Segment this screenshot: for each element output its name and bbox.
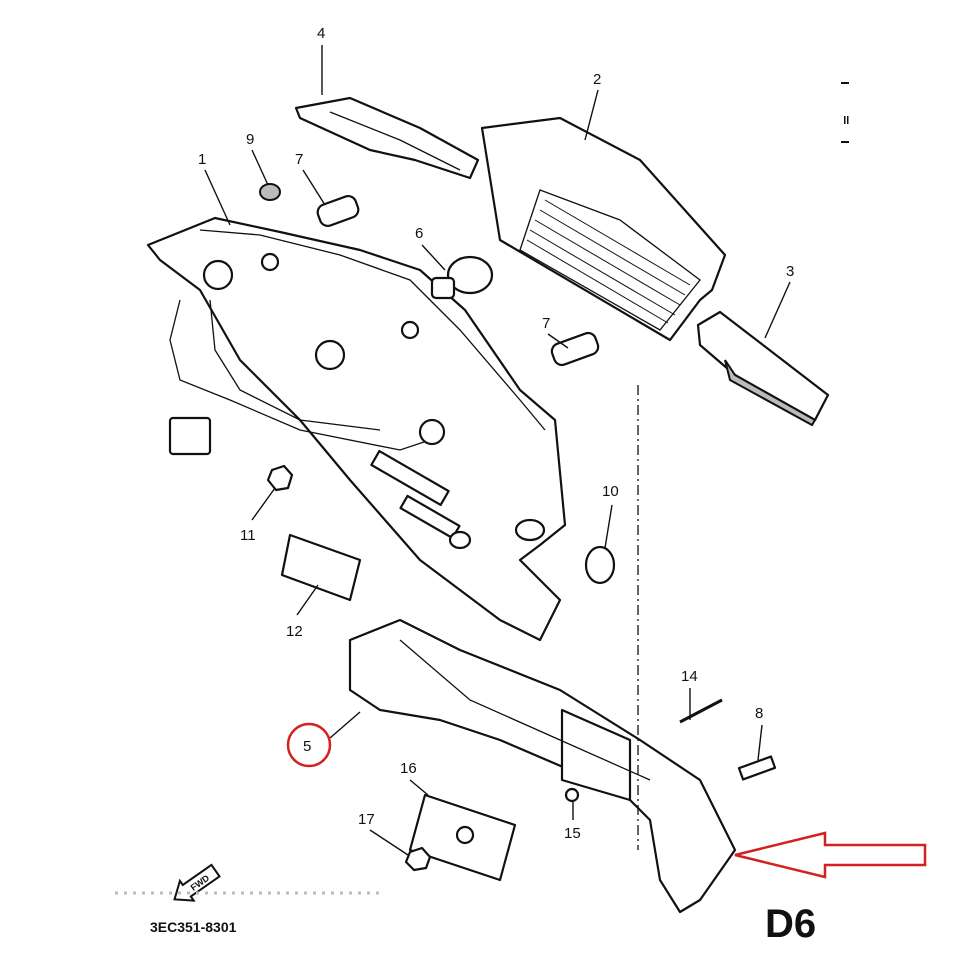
part-9-grommet xyxy=(259,183,281,201)
part-17-nut xyxy=(404,846,432,872)
callout-8: 8 xyxy=(755,705,763,722)
callout-16: 16 xyxy=(400,760,417,777)
fwd-arrow-icon: FWD xyxy=(173,863,221,902)
highlight-circle xyxy=(286,722,332,768)
callout-9: 9 xyxy=(246,131,254,148)
part-16-plate xyxy=(408,793,517,882)
callout-1: 1 xyxy=(198,151,206,168)
part-12-pad xyxy=(280,533,362,602)
part-15-washer xyxy=(564,787,580,803)
callout-5: 5 xyxy=(303,738,311,755)
part-6-bulb xyxy=(430,255,494,300)
margin-marks xyxy=(841,82,849,143)
callout-3: 3 xyxy=(786,263,794,280)
part-14-screw xyxy=(679,698,723,724)
callout-6: 6 xyxy=(415,225,423,242)
highlight-arrow-icon xyxy=(734,831,927,879)
callout-7a: 7 xyxy=(295,151,303,168)
part-7-bulb xyxy=(316,194,600,367)
part-2-lens xyxy=(480,116,727,342)
part-1-base xyxy=(146,216,567,642)
callout-2: 2 xyxy=(593,71,601,88)
callout-10: 10 xyxy=(602,483,619,500)
part-11-nut xyxy=(266,464,294,492)
callout-14: 14 xyxy=(681,668,698,685)
callout-17: 17 xyxy=(358,811,375,828)
part-code: 3EC351-8301 xyxy=(150,919,237,935)
part-10-grommet xyxy=(584,545,616,585)
part-4-cover xyxy=(294,96,480,180)
callout-7b: 7 xyxy=(542,315,550,332)
part-3-reflector xyxy=(696,310,830,427)
callout-11: 11 xyxy=(240,527,256,544)
callout-4: 4 xyxy=(317,25,325,42)
leader-lines xyxy=(204,45,791,856)
section-label: D6 xyxy=(765,902,816,946)
callout-12: 12 xyxy=(286,623,303,640)
part-5-lower-cover xyxy=(348,618,737,914)
callout-15: 15 xyxy=(564,825,581,842)
part-8-bolt xyxy=(737,755,777,781)
